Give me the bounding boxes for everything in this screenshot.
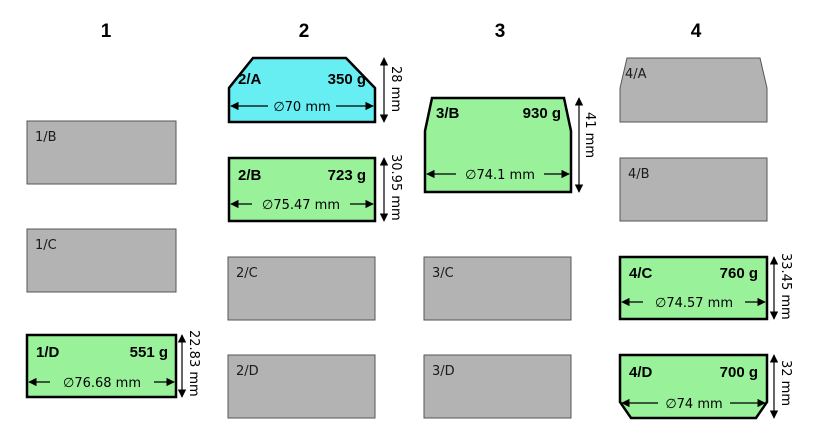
slot-label: 4/D (629, 364, 653, 381)
diameter-label-bg (252, 196, 350, 212)
height-value: 32 mm (778, 360, 793, 406)
slot-3d[interactable]: 3/D (423, 354, 572, 419)
diameter-label-bg (643, 294, 745, 310)
diameter-value: ∅75.47 mm (262, 198, 340, 213)
slot-4d[interactable]: 4/D 700 g ∅74 mm 32 mm (618, 353, 793, 420)
diameter-label-bg (50, 374, 154, 390)
slot-3c[interactable]: 3/C (423, 256, 572, 321)
height-value: 22.83 mm (186, 330, 201, 397)
diameter-value: ∅74.57 mm (655, 296, 733, 311)
diameter-value: ∅70 mm (273, 100, 330, 115)
slot-label: 4/C (629, 265, 653, 282)
slot-2a[interactable]: 2/A 350 g ∅70 mm 28 mm (227, 56, 403, 124)
slot-label: 1/D (36, 344, 60, 361)
slot-label: 2/C (236, 266, 258, 281)
diameter-value: ∅74.1 mm (465, 168, 535, 183)
slot-2b[interactable]: 2/B 723 g ∅75.47 mm 30.95 mm (227, 154, 403, 223)
slot-4b[interactable]: 4/B (619, 157, 768, 222)
column-header-1: 1 (101, 21, 112, 42)
slot-2c[interactable]: 2/C (227, 256, 376, 321)
diameter-label-bg (268, 98, 336, 114)
weight-value: 723 g (328, 167, 366, 184)
height-value: 30.95 mm (388, 154, 403, 221)
slot-1c[interactable]: 1/C (26, 228, 177, 293)
slot-2d[interactable]: 2/D (227, 354, 376, 419)
height-value: 28 mm (388, 66, 403, 112)
slot-label: 1/B (35, 130, 57, 145)
weight-value: 760 g (720, 265, 758, 282)
weight-value: 700 g (720, 364, 758, 381)
weight-value: 551 g (130, 344, 168, 361)
diameter-label-bg (456, 166, 544, 182)
slot-label: 2/B (238, 167, 262, 184)
weight-value: 930 g (523, 105, 561, 122)
column-header-2: 2 (299, 21, 310, 42)
diameter-label-bg (658, 395, 730, 411)
slot-label: 3/D (432, 364, 455, 379)
diameter-value: ∅76.68 mm (63, 376, 141, 391)
diameter-value: ∅74 mm (665, 397, 722, 412)
slot-label: 3/C (432, 266, 454, 281)
slot-1b[interactable]: 1/B (26, 120, 177, 185)
slot-label: 1/C (35, 238, 57, 253)
slot-label: 4/B (628, 167, 650, 182)
slot-label: 2/D (236, 364, 259, 379)
slot-3b[interactable]: 3/B 930 g ∅74.1 mm 41 mm (423, 96, 597, 194)
column-header-3: 3 (495, 21, 506, 42)
slot-label: 3/B (436, 105, 460, 122)
column-header-4: 4 (691, 21, 702, 42)
slot-1d[interactable]: 1/D 551 g ∅76.68 mm 22.83 mm (25, 330, 201, 399)
slot-4a[interactable]: 4/A (619, 57, 768, 123)
slot-label: 2/A (238, 71, 262, 88)
slot-label: 4/A (625, 67, 647, 82)
weight-value: 350 g (328, 71, 366, 88)
slot-4c[interactable]: 4/C 760 g ∅74.57 mm 33.45 mm (618, 253, 793, 321)
height-value: 33.45 mm (778, 253, 793, 320)
height-value: 41 mm (582, 112, 597, 158)
